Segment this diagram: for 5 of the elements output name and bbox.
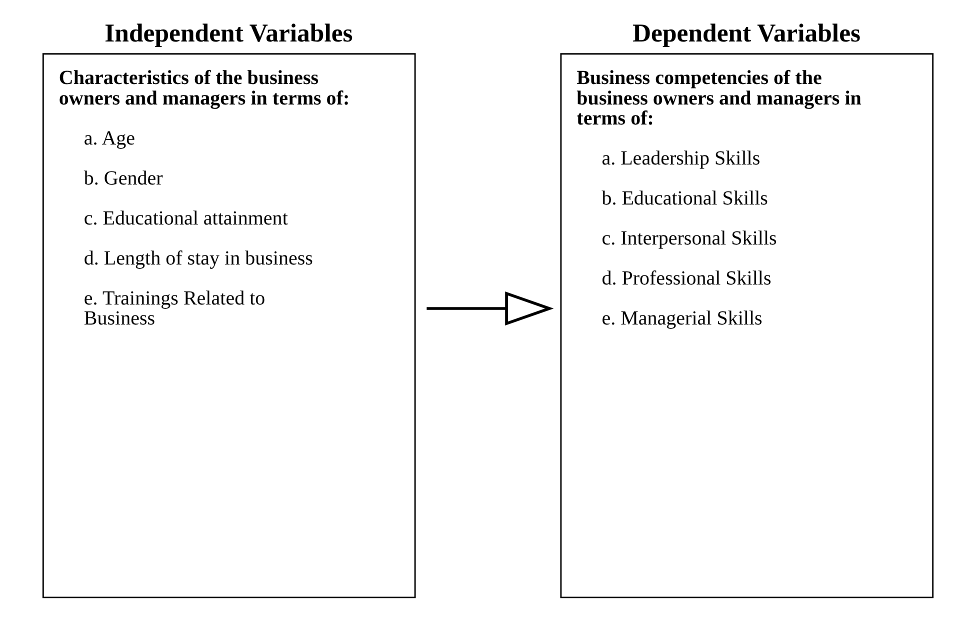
node-box: Business competencies of the business owners and managers in terms of: a. Leadership Skills b. Educational Skills c. Interpersonal Skills d. Professional Skills e. Managerial Skills (560, 53, 934, 598)
node-box: Characteristics of the business owners and managers in terms of: a. Age b. Gender c. Educational attainment d. Length of stay in business e. Trainings Related to Business (42, 53, 416, 598)
node-label: Dependent Variables (632, 18, 861, 48)
node-label: Independent Variables (104, 18, 353, 48)
arrow (426, 291, 554, 326)
